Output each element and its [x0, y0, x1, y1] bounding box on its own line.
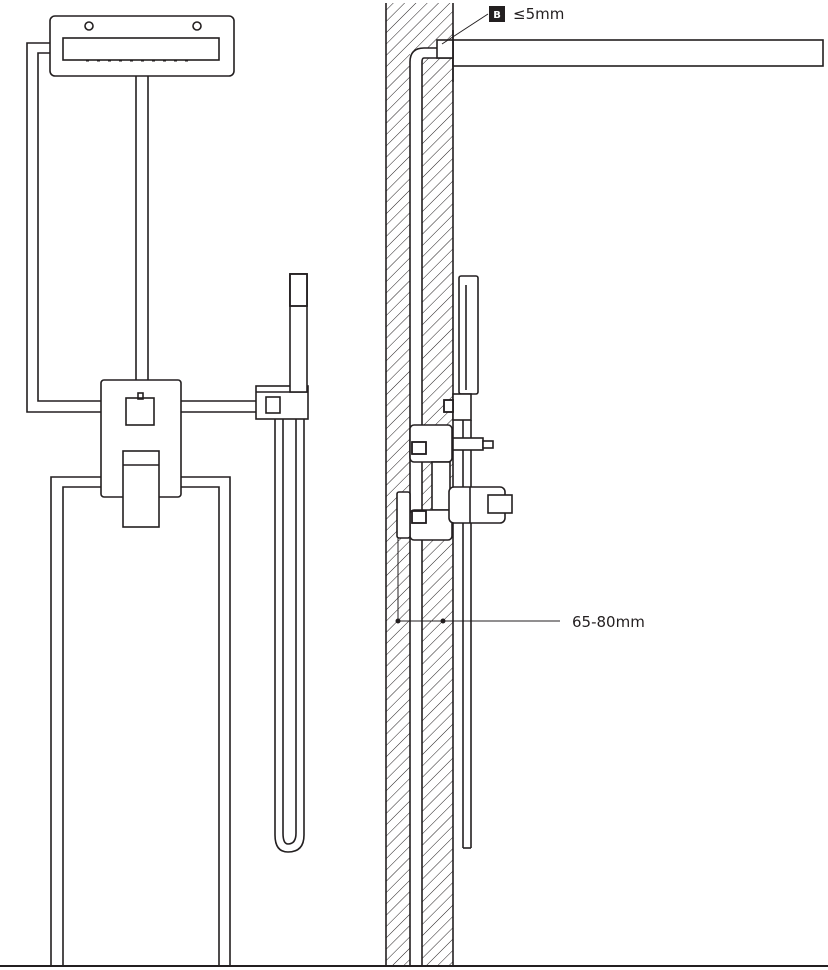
hand-shower-side	[443, 275, 479, 421]
concealed-valve-body	[396, 424, 453, 541]
floor-frame-front	[50, 476, 231, 965]
badge-letter: B	[493, 10, 501, 21]
overhead-shower-head-front	[49, 15, 235, 77]
depth-dimension: 65-80mm	[395, 538, 645, 631]
side-view: B ≤5mm	[385, 3, 824, 965]
depth-label: 65-80mm	[572, 613, 645, 631]
mixer-handle-side	[448, 486, 513, 524]
diverter-knob-side	[452, 437, 494, 451]
supply-pipe-left-loop	[26, 42, 101, 413]
hand-shower	[289, 273, 308, 393]
badge-b-icon	[489, 6, 505, 22]
hand-shower-supply-pipe	[181, 400, 256, 413]
gap-label: ≤5mm	[513, 5, 564, 23]
shower-arm-vertical	[135, 76, 149, 380]
front-view	[26, 15, 309, 965]
hand-shower-hose	[274, 419, 305, 853]
hose-side	[462, 420, 472, 849]
mixer-control-plate	[100, 379, 182, 528]
overhead-shower-side	[436, 30, 824, 82]
gap-annotation: B ≤5mm	[441, 5, 564, 45]
